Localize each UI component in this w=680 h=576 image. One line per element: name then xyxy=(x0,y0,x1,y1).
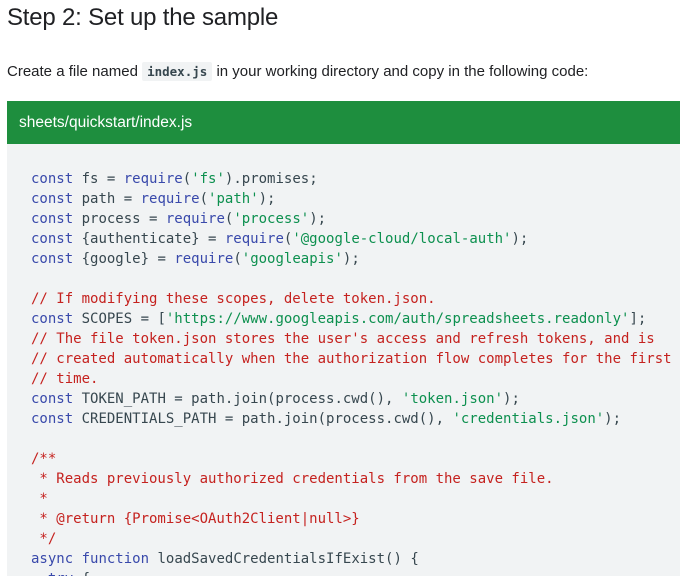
code-token: process = xyxy=(73,211,166,227)
code-line: try { xyxy=(31,569,680,576)
code-line: // The file token.json stores the user's… xyxy=(31,329,680,349)
code-token: ); xyxy=(309,211,327,227)
code-token: CREDENTIALS_PATH = path.join(process.cwd… xyxy=(73,411,453,427)
code-line: const TOKEN_PATH = path.join(process.cwd… xyxy=(31,389,680,409)
code-line: * xyxy=(31,489,680,509)
code-line: const process = require('process'); xyxy=(31,209,680,229)
code-token: ); xyxy=(604,411,622,427)
code-token: TOKEN_PATH = path.join(process.cwd(), xyxy=(73,391,402,407)
code-token: require xyxy=(140,191,200,207)
code-token: fs = xyxy=(73,171,124,187)
intro-text-after: in your working directory and copy in th… xyxy=(212,63,589,80)
code-token: 'fs' xyxy=(191,171,225,187)
intro-paragraph: Create a file named index.js in your wor… xyxy=(7,62,589,81)
code-line xyxy=(31,269,680,289)
code-token xyxy=(73,551,81,567)
code-token: 'credentials.json' xyxy=(452,411,605,427)
code-line: const SCOPES = ['https://www.googleapis.… xyxy=(31,309,680,329)
code-line: */ xyxy=(31,529,680,549)
code-token: * Reads previously authorized credential… xyxy=(31,471,554,487)
code-token: require xyxy=(165,211,225,227)
code-token: const xyxy=(31,211,74,227)
code-token: require xyxy=(123,171,183,187)
code-token: // If modifying these scopes, delete tok… xyxy=(31,291,436,307)
code-token: path = xyxy=(73,191,141,207)
code-token: */ xyxy=(31,531,57,547)
code-token: // The file token.json stores the user's… xyxy=(31,331,655,347)
code-line: const {authenticate} = require('@google-… xyxy=(31,229,680,249)
code-token: * @return {Promise<OAuth2Client|null>} xyxy=(31,511,360,527)
code-token: const xyxy=(31,391,74,407)
code-token: { xyxy=(73,571,90,576)
code-token: ( xyxy=(182,171,192,187)
code-token: const xyxy=(31,191,74,207)
code-token: ( xyxy=(199,191,209,207)
code-token: {authenticate} = xyxy=(73,231,225,247)
code-token: try xyxy=(48,571,73,576)
code-line: * @return {Promise<OAuth2Client|null>} xyxy=(31,509,680,529)
code-line: const {google} = require('googleapis'); xyxy=(31,249,680,269)
code-token: ); xyxy=(511,231,529,247)
code-token: 'process' xyxy=(233,211,310,227)
code-token: async xyxy=(31,551,74,567)
page-title: Step 2: Set up the sample xyxy=(7,4,279,31)
code-token: ( xyxy=(283,231,293,247)
code-block[interactable]: const fs = require('fs').promises;const … xyxy=(7,144,680,576)
code-token: {google} = xyxy=(73,251,175,267)
code-file-tab[interactable]: sheets/quickstart/index.js xyxy=(7,101,680,144)
code-token: * xyxy=(31,491,48,507)
code-token: ); xyxy=(503,391,520,407)
code-line: // time. xyxy=(31,369,680,389)
code-line: const CREDENTIALS_PATH = path.join(proce… xyxy=(31,409,680,429)
code-token: /** xyxy=(31,451,57,467)
code-token: const xyxy=(31,231,74,247)
code-token: require xyxy=(174,251,234,267)
code-line: const fs = require('fs').promises; xyxy=(31,169,680,189)
code-line: /** xyxy=(31,449,680,469)
code-line: // created automatically when the author… xyxy=(31,349,680,369)
code-token: // created automatically when the author… xyxy=(31,351,672,367)
code-token: function xyxy=(81,551,150,567)
code-line: const path = require('path'); xyxy=(31,189,680,209)
code-token: // time. xyxy=(31,371,99,387)
code-token: const xyxy=(31,311,74,327)
code-token: ( xyxy=(233,251,242,267)
code-token: const xyxy=(31,251,74,267)
code-token: const xyxy=(31,171,74,187)
code-line xyxy=(31,429,680,449)
code-token: ); xyxy=(258,191,276,207)
code-token: 'token.json' xyxy=(401,391,504,407)
code-token: const xyxy=(31,411,74,427)
code-token: 'path' xyxy=(208,191,259,207)
code-line: * Reads previously authorized credential… xyxy=(31,469,680,489)
code-token xyxy=(31,571,48,576)
inline-filename: index.js xyxy=(142,62,213,81)
code-token: require xyxy=(224,231,284,247)
code-token: SCOPES = [ xyxy=(73,311,166,327)
code-token: '@google-cloud/local-auth' xyxy=(292,231,512,247)
code-token: ).promises; xyxy=(224,171,318,187)
code-token: ]; xyxy=(629,311,647,327)
code-line: async function loadSavedCredentialsIfExi… xyxy=(31,549,680,569)
code-token: loadSavedCredentialsIfExist() { xyxy=(149,551,419,567)
code-token: 'googleapis' xyxy=(241,251,343,267)
code-token: ); xyxy=(342,251,360,267)
intro-text-before: Create a file named xyxy=(7,63,143,80)
code-token: 'https://www.googleapis.com/auth/spreads… xyxy=(165,311,630,327)
code-content: const fs = require('fs').promises;const … xyxy=(7,144,680,576)
code-line: // If modifying these scopes, delete tok… xyxy=(31,289,680,309)
code-token: ( xyxy=(224,211,234,227)
